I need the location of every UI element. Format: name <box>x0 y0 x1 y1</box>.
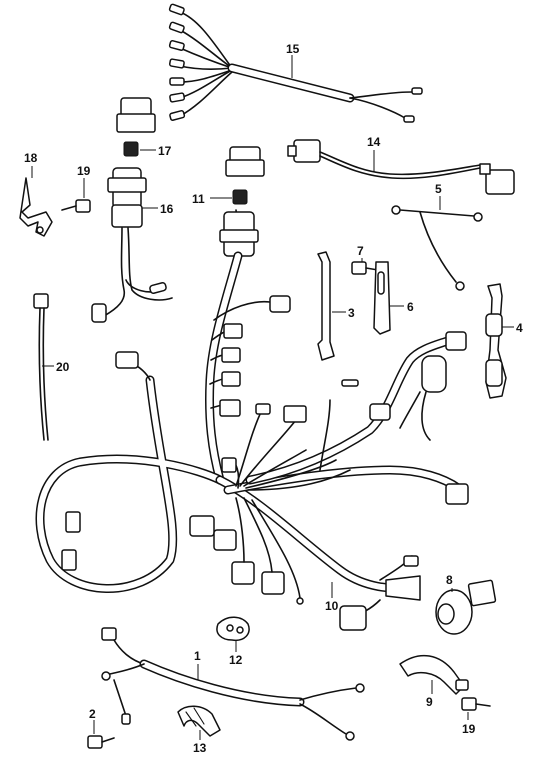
callout-13: 13 <box>193 741 207 755</box>
bolt-19-bottom[interactable] <box>461 697 491 711</box>
callout-8: 8 <box>446 573 453 587</box>
bracket-4[interactable] <box>485 283 507 399</box>
grommet-12[interactable] <box>216 616 250 642</box>
callout-4: 4 <box>516 321 523 335</box>
relay-17[interactable] <box>116 97 156 157</box>
callout-15: 15 <box>286 42 300 56</box>
boot-3[interactable] <box>317 251 335 361</box>
bracket-18[interactable] <box>19 177 53 237</box>
main-harness-10[interactable] <box>35 209 469 631</box>
boot-13[interactable] <box>177 705 221 737</box>
callout-3: 3 <box>348 306 355 320</box>
callout-17: 17 <box>158 144 172 158</box>
bolt-2[interactable] <box>87 735 115 749</box>
relay-11[interactable] <box>225 146 265 205</box>
ground-wire-5[interactable] <box>391 205 483 291</box>
callout-14: 14 <box>367 135 381 149</box>
callout-18: 18 <box>24 151 38 165</box>
callout-11: 11 <box>192 192 205 206</box>
callout-10: 10 <box>325 599 339 613</box>
callout-19-top: 19 <box>77 164 91 178</box>
relay-holder-16[interactable] <box>91 167 173 323</box>
clamp-6[interactable] <box>373 261 391 335</box>
callout-12: 12 <box>229 653 243 667</box>
callout-1: 1 <box>194 649 201 663</box>
bracket-9[interactable] <box>399 654 469 695</box>
callout-2: 2 <box>89 707 96 721</box>
wire-lead-15[interactable] <box>168 3 423 123</box>
cable-tie-20[interactable] <box>33 293 49 441</box>
callout-7: 7 <box>357 244 364 258</box>
callout-19-bottom: 19 <box>462 722 476 736</box>
switch-8[interactable] <box>435 579 497 635</box>
callout-20: 20 <box>56 360 70 374</box>
callout-16: 16 <box>160 202 174 216</box>
callout-6: 6 <box>407 300 414 314</box>
battery-lead-1[interactable] <box>101 627 365 741</box>
sub-harness-14[interactable] <box>287 139 515 195</box>
callout-9: 9 <box>426 695 433 709</box>
bolt-7[interactable] <box>351 261 379 275</box>
bolt-19-top[interactable] <box>61 199 91 213</box>
callout-5: 5 <box>435 182 442 196</box>
